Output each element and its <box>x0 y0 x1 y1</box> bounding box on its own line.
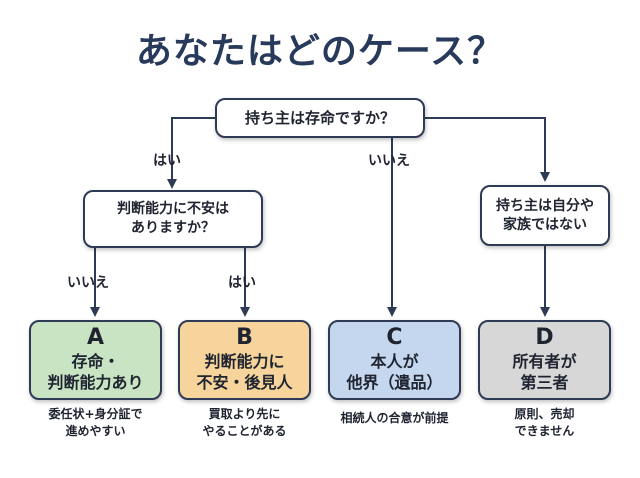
capacity-question-line2: ありますか？ <box>131 220 215 236</box>
case-d-letter: D <box>535 325 554 351</box>
label-no-capacity: いいえ <box>67 275 109 291</box>
case-c-line2: 他界（遺品） <box>346 373 443 393</box>
case-b-line1: 判断能力に <box>204 352 285 372</box>
page-title: あなたはどのケース？ <box>135 31 505 72</box>
case-c-letter: C <box>386 325 403 351</box>
case-a-note-line2: 進めやすい <box>65 423 126 438</box>
case-b-note-line1: 買取より先に <box>208 407 281 421</box>
label-yes-root: はい <box>153 153 181 169</box>
case-a-box: A 存命・ 判断能力あり <box>29 320 162 400</box>
case-a-line1: 存命・ <box>71 352 120 372</box>
owner-question: 持ち主は自分や 家族ではない <box>480 185 610 246</box>
case-a-letter: A <box>86 325 105 351</box>
case-a-note-line1: 委任状+身分証で <box>48 407 143 421</box>
case-d-note-line1: 原則、売却 <box>514 407 575 421</box>
case-a-line2: 判断能力あり <box>47 373 144 393</box>
case-b-note-line2: やることがある <box>202 423 287 438</box>
label-yes-capacity: はい <box>228 275 256 291</box>
label-no-root: いいえ <box>368 153 410 169</box>
case-d-box: D 所有者が 第三者 <box>478 320 611 400</box>
capacity-question: 判断能力に不安は ありますか？ <box>83 190 263 248</box>
case-d-note: 原則、売却 できません <box>474 406 615 440</box>
root-question: 持ち主は存命ですか？ <box>215 98 425 138</box>
case-d-line2: 第三者 <box>520 373 569 393</box>
case-a-note: 委任状+身分証で 進めやすい <box>25 406 166 440</box>
edge-root-to-owner <box>425 117 550 182</box>
case-c-line1: 本人が <box>370 352 419 372</box>
case-b-letter: B <box>236 325 253 351</box>
case-c-note: 相続人の合意が前提 <box>316 410 473 427</box>
owner-question-line2: 家族ではない <box>503 216 587 233</box>
case-b-note: 買取より先に やることがある <box>174 406 315 440</box>
case-d-note-line2: できません <box>514 423 575 438</box>
case-b-box: B 判断能力に 不安・後見人 <box>178 320 311 400</box>
owner-question-line1: 持ち主は自分や <box>496 197 594 214</box>
case-b-line2: 不安・後見人 <box>196 373 293 393</box>
case-d-line1: 所有者が <box>512 352 577 372</box>
case-c-note-line1: 相続人の合意が前提 <box>340 411 449 425</box>
capacity-question-line1: 判断能力に不安は <box>117 201 229 218</box>
root-question-text: 持ち主は存命ですか？ <box>244 108 395 127</box>
case-c-box: C 本人が 他界（遺品） <box>328 320 461 400</box>
edge-root-to-capacity <box>167 117 215 189</box>
